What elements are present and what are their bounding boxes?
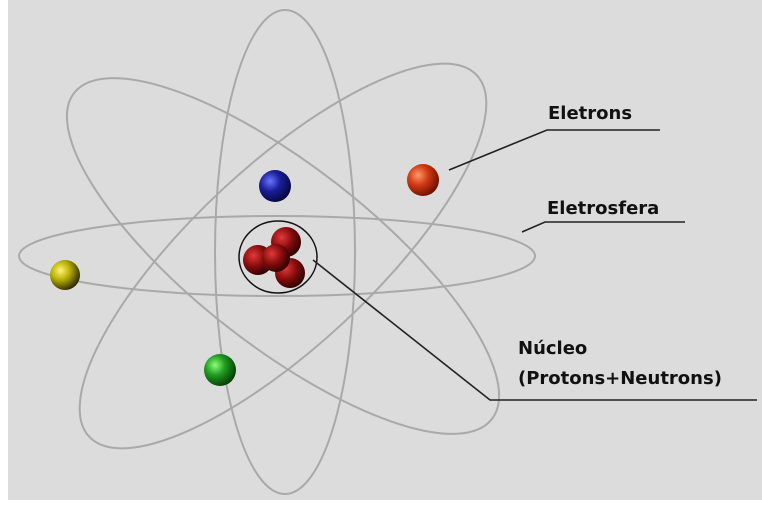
background-panel (8, 0, 762, 500)
label-eletrons: Eletrons (548, 103, 633, 124)
leader-line-eletrons (448, 129, 660, 171)
leader-line-nucleo (312, 259, 757, 401)
label-eletrosfera: Eletrosfera (547, 198, 660, 219)
electron-red (407, 164, 439, 196)
label-nucleo-title: Núcleo (518, 338, 588, 359)
orbit-diagonal-left (65, 77, 501, 435)
nucleus (238, 220, 318, 294)
orbit-vertical (214, 9, 356, 495)
nucleus-outline (238, 220, 318, 294)
label-nucleo-subtitle: (Protons+Neutrons) (518, 368, 722, 389)
leader-line-eletrosfera (521, 221, 685, 233)
electron-yellow (50, 260, 80, 290)
electron-green (204, 354, 236, 386)
electron-blue (259, 170, 291, 202)
nucleon (262, 244, 290, 272)
orbit-horizontal (18, 215, 536, 297)
orbit-diagonal-right (78, 62, 488, 450)
